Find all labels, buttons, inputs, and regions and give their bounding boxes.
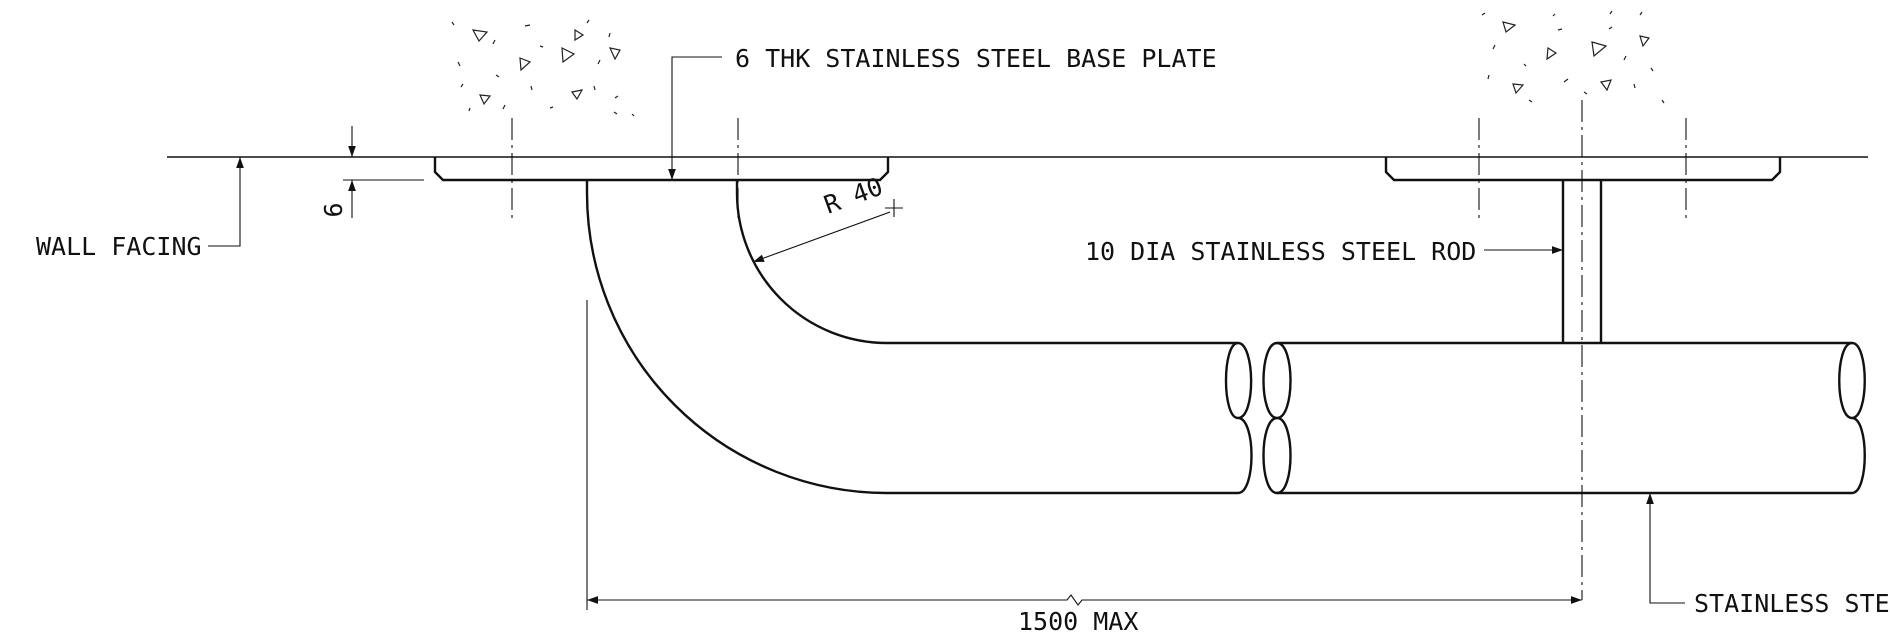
handrail-straight [1277,341,1852,495]
support-rod [1561,180,1603,343]
centre-lines [511,100,1687,600]
base-plate-leader [668,56,722,180]
wall-facing-label: WALL FACING [36,232,202,261]
radius-dimension [752,199,903,263]
span-label: 1500 MAX [1018,607,1138,636]
base-plate-left [433,157,890,182]
wall-facing-leader [208,157,244,247]
break-line-left [1224,341,1253,495]
break-line-right [1838,341,1866,495]
thickness-dimension [343,126,424,218]
handrail-bend [585,180,1238,495]
break-line-middle [1262,341,1292,495]
rail-label: STAINLESS STE [1694,589,1890,618]
concrete-hatch-right [1481,10,1665,104]
span-dimension [586,300,1582,610]
rod-label: 10 DIA STAINLESS STEEL ROD [1085,237,1476,266]
base-plate-right [1384,157,1782,182]
concrete-hatch-left [451,19,635,117]
thickness-label: 6 [319,202,348,217]
base-plate-label: 6 THK STAINLESS STEEL BASE PLATE [735,44,1217,73]
rail-leader [1646,493,1685,604]
